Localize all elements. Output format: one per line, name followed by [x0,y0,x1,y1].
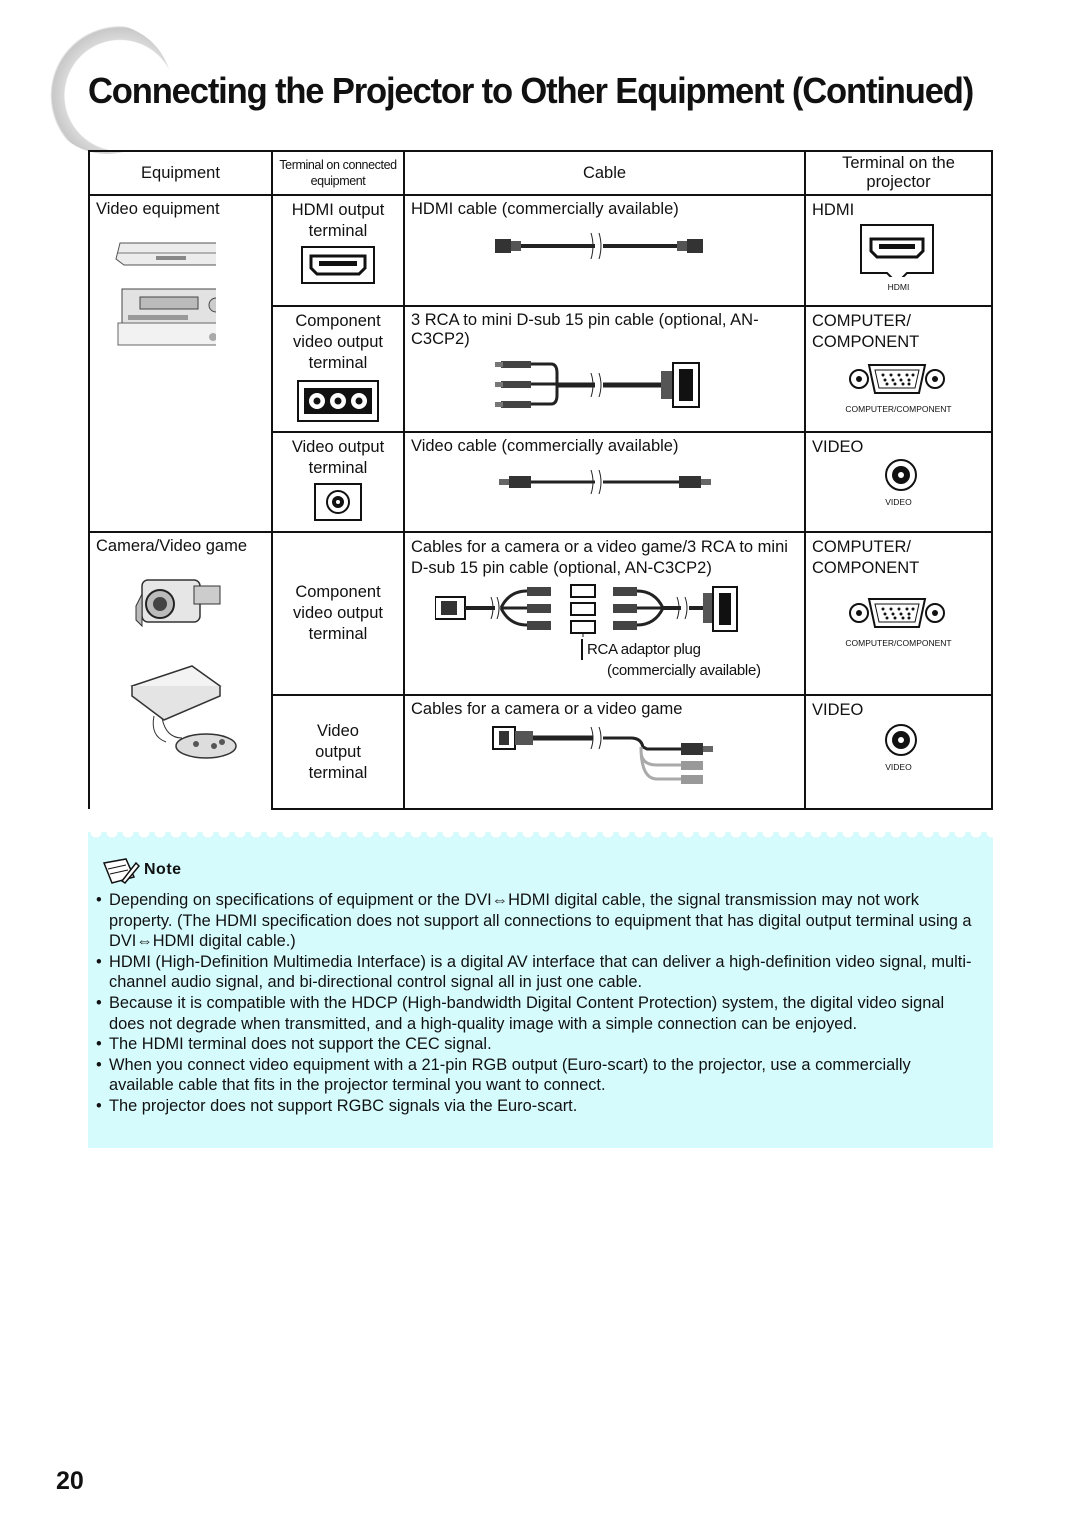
terminal-label: Component video output terminal [293,312,383,372]
rca-adaptor-note: (commercially available) [607,662,761,679]
terminal-cell-camera-component: Component video output terminal [271,531,405,696]
note-list: Depending on specifications of equipment… [96,890,976,1117]
camera-video-cable-icon [492,726,713,784]
terminal-label: HDMI output terminal [291,201,385,240]
header-equipment: Equipment [88,150,273,196]
table-row: Component video output terminal 3 RCA to… [89,305,993,433]
connection-table: Equipment Terminal on connected equipmen… [88,150,993,810]
terminal-cell-hdmi: HDMI output terminal [271,194,405,307]
note-item: The projector does not support RGBC sign… [96,1096,976,1117]
port-caption: COMPUTER/COMPONENT [845,404,952,414]
video-equipment-cell: Video equipment [88,194,273,532]
cable-cell-camera-component: Cables for a camera or a video game/3 RC… [403,531,806,696]
note-item: Because it is compatible with the HDCP (… [96,993,976,1034]
projector-cell-camera-component: COMPUTER/ COMPONENT COMPUTER/COMPONENT [804,531,993,696]
cable-cell-component: 3 RCA to mini D-sub 15 pin cable (option… [403,305,806,433]
cable-cell-camera-video: Cables for a camera or a video game [403,694,806,810]
terminal-cell-camera-video: Video output terminal [271,694,405,810]
terminal-label: Component video output terminal [293,583,383,643]
note-item: HDMI (High-Definition Multimedia Interfa… [96,952,976,993]
group-label-camera-video-game: Camera/Video game [96,537,248,555]
port-caption: VIDEO [885,762,912,772]
video-equipment-illustration [115,242,216,346]
header-terminal: Terminal on connected equipment [271,150,405,196]
video-port-icon [885,724,917,756]
camera-video-game-cell: Camera/Video game [88,531,273,809]
note-title: Note [144,861,182,878]
video-cable-icon [499,469,711,495]
port-caption: VIDEO [885,497,912,507]
rca-to-dsub-cable-icon [495,361,700,408]
hdmi-output-terminal-icon [301,246,375,284]
table-row: Camera/Video game Component video output… [88,531,993,809]
terminal-label: Video output terminal [291,438,385,477]
table-header-row: Equipment Terminal on connected equipmen… [88,150,993,196]
projector-cell-component: COMPUTER/ COMPONENT COMPUTER/COMPONENT [804,305,993,433]
hdmi-port-icon [860,224,934,280]
page-number: 20 [56,1467,84,1495]
projector-cell-camera-video: VIDEO VIDEO [804,694,993,810]
header-projector-terminal: Terminal on the projector [804,150,993,196]
table-row: Video output terminal Video cable (comme… [89,431,993,533]
computer-component-port-icon [849,598,945,628]
video-port-icon [885,459,917,491]
cable-label: Video cable (commercially available) [411,437,679,455]
projector-terminal-label: VIDEO [812,701,864,719]
port-caption: HDMI [887,282,910,292]
cable-cell-hdmi: HDMI cable (commercially available) [403,194,806,307]
cable-label: Cables for a camera or a video game [411,700,683,718]
header-cable: Cable [403,150,806,196]
title-decoration [42,24,172,154]
terminal-label: Video output terminal [308,721,368,782]
note-item: When you connect video equipment with a … [96,1055,976,1096]
note-header: Note [100,855,182,885]
cable-label: 3 RCA to mini D-sub 15 pin cable (option… [411,311,759,348]
terminal-cell-video: Video output terminal [271,431,405,533]
hdmi-cable-icon [495,232,703,260]
table-row: Video output terminal Cables for a camer… [89,694,993,810]
cable-label: Cables for a camera or a video game/3 RC… [411,538,788,577]
computer-component-port-icon [849,364,945,394]
cable-label: HDMI cable (commercially available) [411,200,679,218]
group-label-video-equipment: Video equipment [96,200,220,218]
projector-terminal-label: VIDEO [812,438,864,456]
note-item: The HDMI terminal does not support the C… [96,1034,976,1055]
rca-adaptor-label: RCA adaptor plug [581,639,798,660]
video-output-terminal-icon [314,483,362,521]
projector-terminal-label: COMPUTER/ COMPONENT [812,312,920,351]
camera-component-cable-icon [434,584,738,637]
terminal-cell-component: Component video output terminal [271,305,405,433]
projector-cell-video: VIDEO VIDEO [804,431,993,533]
projector-terminal-label: HDMI [812,201,855,219]
note-item: Depending on specifications of equipment… [96,890,976,952]
component-output-terminal-icon [297,380,379,422]
table-row: Video equipment HDMI output terminal [88,194,993,532]
page-title: Connecting the Projector to Other Equipm… [88,70,974,111]
pencil-note-icon [102,858,140,885]
projector-cell-hdmi: HDMI HDMI [804,194,993,307]
cable-cell-video: Video cable (commercially available) [403,431,806,533]
port-caption: COMPUTER/COMPONENT [845,638,952,648]
projector-terminal-label: COMPUTER/ COMPONENT [812,538,920,577]
camera-video-game-illustration [130,579,237,759]
